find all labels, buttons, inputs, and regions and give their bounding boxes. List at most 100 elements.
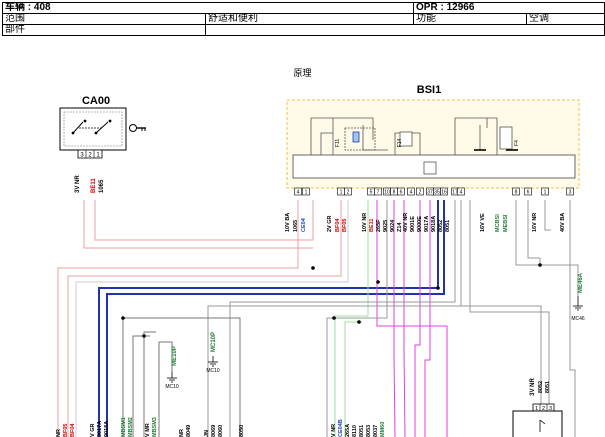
wire-lightgreen-1 <box>334 200 369 437</box>
bsi-wire-label: 10V NR <box>362 213 368 232</box>
bsi-wire-label: MCBSI <box>495 214 501 232</box>
bsi-pin-box <box>416 187 424 196</box>
bsi-pin-box <box>512 187 520 196</box>
junction-dot <box>142 334 146 338</box>
ca00-wire-label: BE11 <box>91 178 97 193</box>
ca00-pins: 3 2 1 <box>77 149 103 159</box>
ca00-title: CA00 <box>82 95 110 107</box>
bsi-wire-label: BF05 <box>342 219 348 232</box>
bsi-pin: 1 <box>340 190 343 196</box>
right-conn-wire: 8051 <box>545 381 551 393</box>
bsi-pin-box <box>397 187 405 196</box>
bsi-wire-label: CE04 <box>301 217 307 232</box>
wire-9001e <box>403 200 406 437</box>
bottom-wire-label: MBSM2 <box>128 417 134 437</box>
bottom-wire-label: 9017A <box>97 421 103 437</box>
right-conn-pin: 3 <box>549 406 552 412</box>
ca00-wire-label: 1065 <box>99 179 105 193</box>
bsi-wire-label: 265F <box>376 219 382 232</box>
diagram-caption: 原理 <box>293 68 312 78</box>
bsi-pin: 2 <box>419 190 422 196</box>
bsi-pin-box <box>566 187 574 196</box>
right-conn-pin: 1 <box>535 406 538 412</box>
wire-9000e <box>414 200 421 437</box>
ground-label: MC10 <box>165 384 179 390</box>
bottom-wire-label: 8049 <box>186 425 192 437</box>
bsi-wire-label: 9018A <box>431 216 437 232</box>
junction-dot <box>436 286 440 290</box>
key-icon <box>129 124 146 132</box>
wire-grey-2 <box>229 200 456 437</box>
bsi-pin-box <box>524 187 532 196</box>
wire-grey-3 <box>207 200 462 437</box>
bsi-pin: 16 <box>441 190 447 196</box>
bsi-pin: 1 <box>305 190 308 196</box>
junction-dot <box>357 320 361 324</box>
wire-ca00-3v <box>83 200 313 249</box>
bsi-pin: 1 <box>544 190 547 196</box>
bsi-wire-label: 40V NR <box>403 213 409 232</box>
bsi-wire-label: Z14 <box>397 222 403 232</box>
wire-16vve <box>515 200 579 296</box>
wire-grey-6 <box>132 335 150 437</box>
bottom-wire-label: BF05 <box>63 424 69 437</box>
bsi-pin: 7 <box>377 190 380 196</box>
junction-dot <box>121 316 125 320</box>
bsi-wire-label: MEBSI <box>503 214 509 232</box>
junction-dot <box>538 263 542 267</box>
bottom-wire-label: CE04B <box>338 419 344 437</box>
bottom-wire-label: JN <box>204 430 210 437</box>
wire-grey-1 <box>326 200 388 437</box>
ca00-pin: 3 <box>80 153 84 159</box>
bottom-wire-label: NR <box>179 429 185 437</box>
bsi-wire-label: 1065 <box>293 220 299 232</box>
bsi-pin-box <box>457 187 465 196</box>
wire-9017a <box>98 200 439 437</box>
bottom-wire-label: 265A <box>345 424 351 437</box>
header-row-parts: 部件 <box>2 24 605 36</box>
bsi-pin: 8 <box>393 190 396 196</box>
bsi-pin: 37 <box>427 190 433 196</box>
bottom-wire-label: V NR <box>331 424 337 437</box>
wire-8051 <box>469 200 550 404</box>
bsi-pin: 6 <box>527 190 530 196</box>
bsi-pin: 4 <box>460 190 463 196</box>
bottom-wire-label: BF04 <box>70 423 76 437</box>
junction-dot <box>332 316 336 320</box>
bsi-pin: 8 <box>515 190 518 196</box>
bsi-pin: 35 <box>434 190 440 196</box>
wire-lightgreen-2 <box>344 321 362 437</box>
bsi-wire-label: 9000E <box>417 216 423 232</box>
wire-magenta-4 <box>424 200 431 437</box>
bsi-pin: 3 <box>569 190 572 196</box>
ground-label: MC46 <box>571 316 585 322</box>
bsi1-internal-circuit <box>292 117 576 179</box>
bottom-wire-label: MM60 <box>380 422 386 437</box>
bsi-pin-box <box>541 187 549 196</box>
ground-label: MC10 <box>206 368 220 374</box>
bsi-wire-label: 16V VE <box>480 213 486 232</box>
wire-2vgr <box>67 200 342 437</box>
bsi-wire-label: 9025 <box>383 220 389 232</box>
bottom-wire-label: 8050 <box>239 425 245 437</box>
wire-9018a <box>106 200 445 437</box>
wire-mcbsi <box>527 200 541 265</box>
bsi-wire-label: 2V GR <box>327 215 333 232</box>
bsi-pin-box <box>440 187 448 196</box>
ground-symbol <box>208 356 218 367</box>
bottom-wire-label: 8060 <box>218 425 224 437</box>
wire-ca00-be11 <box>94 200 314 241</box>
junction-dot <box>376 280 380 284</box>
bsi-wire-label: 40V BA <box>560 213 566 232</box>
ca00-component <box>59 107 127 151</box>
ground-symbol <box>167 372 177 383</box>
bsi-pin: 4 <box>410 190 413 196</box>
bsi-wire-label: 10V BA <box>285 213 291 232</box>
wire-9024 <box>393 200 396 437</box>
bsi-wire-label: 9017A <box>424 216 430 232</box>
junction-dot <box>311 266 315 270</box>
